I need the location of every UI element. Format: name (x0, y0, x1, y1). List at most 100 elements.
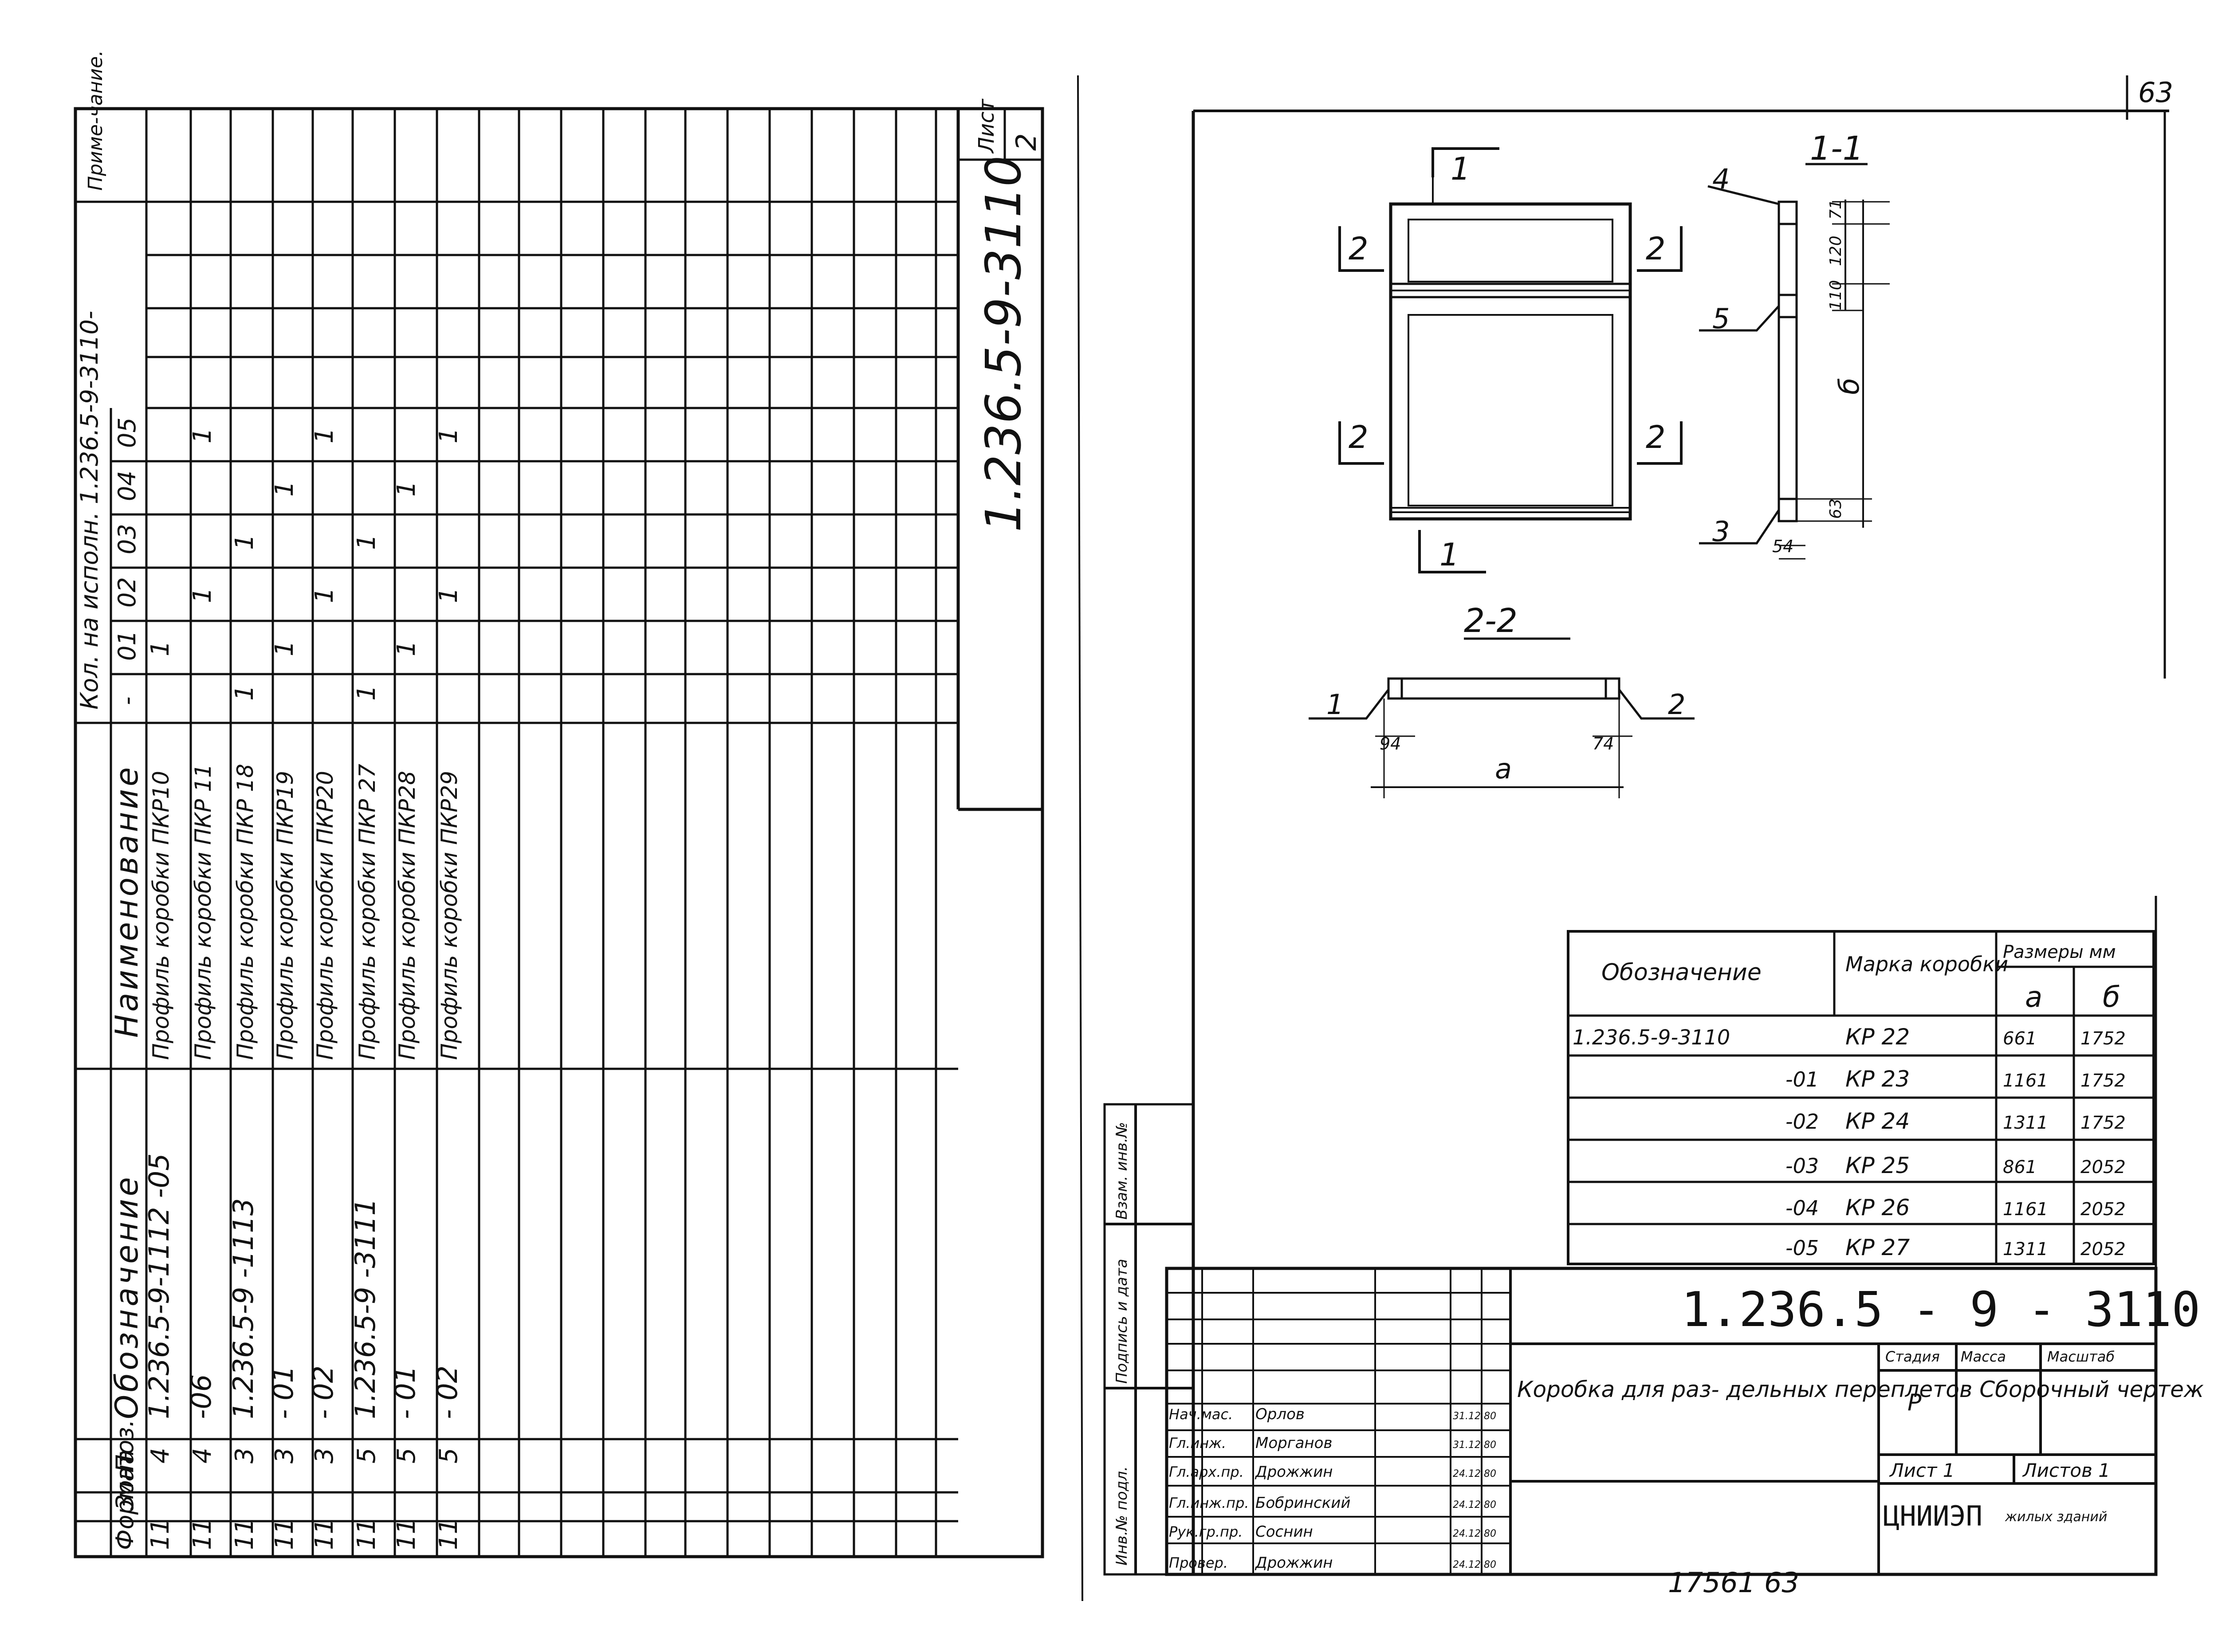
callout-4: 4 (1712, 163, 1730, 195)
variant-0: - (113, 697, 141, 706)
signature-date: 24.12.80 (1453, 1528, 1496, 1539)
spec-sheet (74, 107, 1044, 1558)
size-row-mark: КР 22 (1845, 1024, 1910, 1050)
spec-qty: 1 (392, 640, 421, 656)
size-row-designation: -04 (1785, 1196, 1819, 1220)
title-block-text: 1.236.5 - 9 - 3110 СБ Коробка для раз- д… (1517, 1282, 2218, 1532)
signature-name: Соснин (1255, 1523, 1313, 1541)
spec-qty: 1 (434, 428, 463, 443)
spec-pos: 3 (310, 1448, 339, 1464)
side-labels: Взам. инв.№ Подпись и дата Инв.№ подл. (1113, 1122, 1131, 1566)
size-row-designation: 1.236.5-9-3110 (1573, 1025, 1730, 1049)
title-block (1165, 1267, 2158, 1576)
size-row-designation: -03 (1785, 1154, 1819, 1178)
signature-role: Провер. (1169, 1554, 1228, 1571)
spec-qty: 1 (392, 481, 421, 497)
scale-label: Масштаб (2047, 1348, 2115, 1365)
marker-2-bottom-left: 2 (1349, 419, 1369, 455)
bottom-stamp: 17561 63 (1668, 1566, 1799, 1599)
signature-date: 31.12.80 (1453, 1440, 1496, 1451)
marker-1-top: 1 (1451, 151, 1471, 187)
spec-format: 11 (352, 1519, 381, 1550)
title-line: Коробка для раз- дельных переплетов Сбор… (1517, 1377, 2204, 1402)
list-number: 2 (1010, 133, 1042, 151)
sheets-count: Листов 1 (2022, 1460, 2110, 1481)
header-designation: Обозначение (109, 1174, 145, 1419)
spec-designation: - 02 (307, 1366, 339, 1419)
spec-qty: 1 (188, 428, 217, 443)
spec-format: 11 (146, 1519, 175, 1550)
size-row-mark: КР 24 (1845, 1108, 1910, 1134)
callout-3: 3 (1712, 515, 1730, 548)
size-row-mark: КР 26 (1845, 1195, 1910, 1220)
spec-pos: 3 (230, 1448, 259, 1464)
spec-qty: 1 (352, 685, 381, 701)
side-label-replace: Взам. инв.№ (1113, 1122, 1131, 1220)
dim-b: б (1833, 378, 1865, 395)
spec-name: Профиль коробки ПКР19 (272, 771, 298, 1060)
size-row-mark: КР 27 (1845, 1235, 1910, 1260)
stage-value: Р (1907, 1389, 1922, 1416)
header-qty-group: Кол. на исполн. 1.236.5-9-3110- (75, 311, 103, 710)
dim-a: а (1495, 753, 1512, 785)
spec-qty: 1 (270, 481, 299, 497)
signature-role: Нач.мас. (1169, 1406, 1233, 1423)
spec-pos: 3 (270, 1448, 299, 1464)
signature-name: Дрожжин (1255, 1463, 1333, 1481)
spec-designation: 1.236.5-9 -3111 (349, 1198, 381, 1419)
spec-pos: 5 (392, 1448, 421, 1464)
spec-qty: 1 (352, 534, 381, 550)
spec-name: Профиль коробки ПКР 18 (232, 764, 258, 1060)
side-label-sign: Подпись и дата (1113, 1259, 1131, 1384)
marker-2-top-right: 2 (1646, 231, 1666, 267)
mass-label: Масса (1961, 1348, 2006, 1365)
spec-qty: 1 (230, 534, 259, 550)
spec-format: 11 (392, 1519, 421, 1550)
page-number: 63 (2138, 76, 2173, 109)
spec-designation: -06 (185, 1374, 217, 1419)
dim-54: 54 (1772, 537, 1793, 556)
spec-designation: - 01 (267, 1366, 299, 1419)
marker-2-top-left: 2 (1349, 231, 1369, 267)
spec-rotated-text: Формат Зона Поз. Обозначение Наименовани… (75, 50, 1042, 1550)
marker-2-bottom-right: 2 (1646, 419, 1666, 455)
section-2-2 (1309, 637, 1695, 798)
dim-71: 71 (1827, 199, 1845, 220)
spec-pos: 5 (434, 1448, 463, 1464)
header-name: Наименование (109, 765, 145, 1038)
size-row-b: 2052 (2080, 1239, 2126, 1260)
signature-name: Морганов (1255, 1434, 1333, 1452)
variant-3: 03 (113, 524, 141, 554)
stage-label: Стадия (1885, 1348, 1940, 1365)
size-table (1567, 930, 2155, 1265)
spec-name: Профиль коробки ПКР 27 (354, 764, 380, 1060)
spec-pos: 4 (188, 1448, 217, 1464)
size-row-b: 1752 (2080, 1113, 2126, 1133)
spec-name: Профиль коробки ПКР20 (312, 771, 338, 1060)
signature-date: 31.12.80 (1453, 1411, 1496, 1422)
marker-1-bottom: 1 (1439, 537, 1459, 573)
signature-date: 24.12.80 (1453, 1468, 1496, 1479)
size-header-b: б (2103, 981, 2120, 1014)
spec-pos: 5 (352, 1448, 381, 1464)
signature-role: Гл.арх.пр. (1169, 1464, 1244, 1480)
size-header-designation: Обозначение (1601, 959, 1762, 986)
spec-designation: - 01 (389, 1366, 421, 1419)
callout-2: 2 (1668, 688, 1685, 721)
spec-format: 11 (188, 1519, 217, 1550)
size-row-b: 1752 (2080, 1028, 2126, 1049)
variant-5: 05 (113, 417, 141, 448)
spec-qty: 1 (310, 587, 339, 603)
header-note: Приме-чание. (84, 50, 107, 191)
spec-designation: - 02 (431, 1366, 464, 1419)
size-row-designation: -02 (1785, 1110, 1819, 1134)
signature-date: 24.12.80 (1453, 1559, 1496, 1570)
sheet-number: Лист 1 (1889, 1460, 1955, 1481)
size-row-a: 861 (2003, 1157, 2037, 1177)
header-format: Формат (111, 1452, 139, 1550)
org-name: ЦНИИЭП (1883, 1500, 1982, 1532)
spec-name: Профиль коробки ПКР10 (148, 771, 174, 1060)
